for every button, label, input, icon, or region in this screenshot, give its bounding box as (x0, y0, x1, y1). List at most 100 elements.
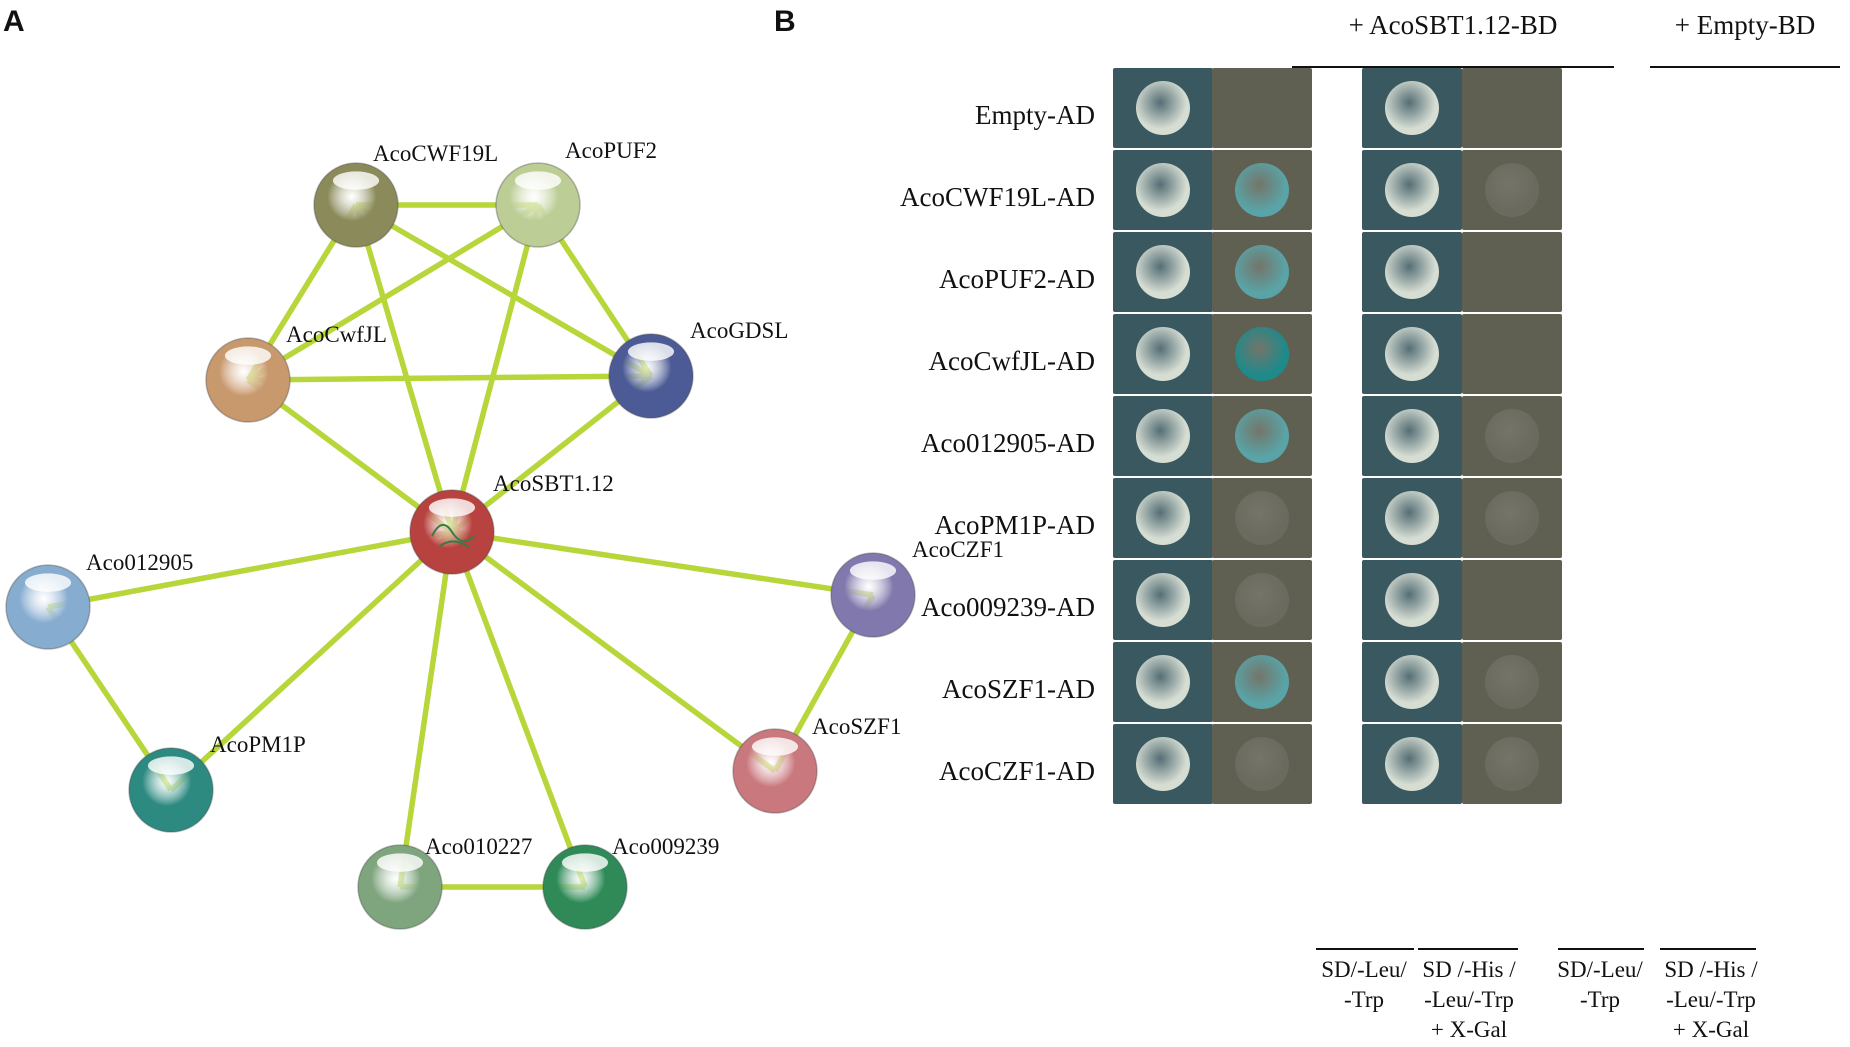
node-highlight (849, 561, 897, 580)
yeast-colony (1136, 491, 1190, 545)
yeast-colony (1136, 409, 1190, 463)
node-sbt[interactable]: AcoSBT1.12 (409, 471, 614, 575)
edge-sbt-a010227 (397, 531, 455, 888)
node-cwfjl[interactable]: AcoCwfJL (205, 322, 387, 423)
plate-xgal-bd (1212, 642, 1312, 722)
plate-xgal-empty (1462, 560, 1562, 640)
plate-sd-ltrp-bd (1113, 150, 1213, 230)
node-label-cwfjl: AcoCwfJL (286, 322, 387, 347)
node-label-a012905: Aco012905 (86, 550, 193, 575)
plate-sd-ltrp-empty (1362, 232, 1462, 312)
yeast-colony (1385, 81, 1439, 135)
edge-sbt-szf1 (450, 529, 777, 774)
node-a010227[interactable]: Aco010227 (357, 834, 532, 930)
panel-a-letter: A (3, 5, 25, 38)
row-label: Aco009239-AD (921, 592, 1095, 622)
edge-sbt-a009239 (449, 531, 588, 888)
node-szf1[interactable]: AcoSZF1 (732, 714, 901, 814)
medium-rule-2 (1418, 948, 1518, 950)
node-label-a010227: Aco010227 (425, 834, 532, 859)
edge-gdsl-sbt (450, 373, 653, 535)
node-label-cwf19l: AcoCWF19L (373, 141, 498, 166)
row-label: AcoPM1P-AD (934, 510, 1095, 540)
plate-sd-ltrp-bd (1113, 478, 1213, 558)
plate-xgal-empty (1462, 724, 1562, 804)
plate-sd-ltrp-empty (1362, 396, 1462, 476)
edge-cwfjl-gdsl (247, 373, 652, 383)
node-pm1p[interactable]: AcoPM1P (128, 732, 306, 833)
plate-sd-ltrp-empty (1362, 724, 1462, 804)
yeast-colony (1235, 737, 1289, 791)
plate-xgal-bd (1212, 560, 1312, 640)
yeast-colony (1136, 81, 1190, 135)
yeast-colony (1136, 573, 1190, 627)
yeast-colony (1485, 737, 1539, 791)
yeast-colony (1385, 655, 1439, 709)
medium-label-sd-ltrp-empty: SD/-Leu/ -Trp (1557, 957, 1643, 1012)
group-title-sbt-bd: + AcoSBT1.12-BD (1348, 10, 1558, 40)
node-highlight (627, 342, 675, 361)
edge-sbt-czf1 (451, 529, 874, 598)
plate-xgal-bd (1212, 314, 1312, 394)
yeast-colony (1385, 409, 1439, 463)
node-highlight (751, 737, 799, 756)
yeast-colony (1235, 573, 1289, 627)
yeast-colony (1485, 409, 1539, 463)
plate-xgal-empty (1462, 314, 1562, 394)
medium-rule-1 (1316, 948, 1414, 950)
node-a009239[interactable]: Aco009239 (542, 834, 719, 930)
yeast-colony (1385, 737, 1439, 791)
node-cwf19l[interactable]: AcoCWF19L (313, 141, 498, 248)
medium-rule-4 (1660, 948, 1756, 950)
node-highlight (24, 573, 72, 592)
plate-sd-ltrp-bd (1113, 560, 1213, 640)
edge-puf2-sbt (449, 204, 541, 533)
plate-xgal-empty (1462, 68, 1562, 148)
medium-label-sd-ltrp-bd: SD/-Leu/ -Trp (1321, 957, 1407, 1012)
yeast-colony (1136, 737, 1190, 791)
node-label-puf2: AcoPUF2 (565, 138, 657, 163)
plate-sd-ltrp-empty (1362, 642, 1462, 722)
yeast-colony (1136, 327, 1190, 381)
plate-sd-ltrp-bd (1113, 724, 1213, 804)
edge-puf2-cwfjl (246, 202, 540, 383)
plate-xgal-bd (1212, 232, 1312, 312)
plate-xgal-bd (1212, 724, 1312, 804)
medium-label-sd-hlt-xgal-empty: SD /-His / -Leu/-Trp + X-Gal (1664, 957, 1758, 1042)
yeast-colony (1485, 655, 1539, 709)
yeast-colony (1235, 245, 1289, 299)
node-czf1[interactable]: AcoCZF1 (830, 537, 1004, 638)
yeast-colony (1385, 573, 1439, 627)
plate-sd-ltrp-bd (1113, 232, 1213, 312)
plate-sd-ltrp-bd (1113, 396, 1213, 476)
medium-rule-3 (1558, 948, 1644, 950)
edge-cwfjl-sbt (246, 377, 454, 535)
node-a012905[interactable]: Aco012905 (5, 550, 193, 650)
yeast-colony (1235, 327, 1289, 381)
plate-sd-ltrp-empty (1362, 150, 1462, 230)
plate-xgal-bd (1212, 150, 1312, 230)
plate-xgal-empty (1462, 232, 1562, 312)
plate-sd-ltrp-empty (1362, 68, 1462, 148)
row-label: AcoCZF1-AD (939, 756, 1095, 786)
yeast-colony (1235, 409, 1289, 463)
medium-label-sd-hlt-xgal-bd: SD /-His / -Leu/-Trp + X-Gal (1422, 957, 1516, 1042)
node-label-szf1: AcoSZF1 (812, 714, 901, 739)
node-gdsl[interactable]: AcoGDSL (608, 318, 788, 419)
row-label: Empty-AD (975, 100, 1095, 130)
node-label-sbt: AcoSBT1.12 (493, 471, 614, 496)
row-label: AcoCwfJL-AD (928, 346, 1095, 376)
group-rule-sbt-bd (1292, 66, 1614, 68)
node-puf2[interactable]: AcoPUF2 (495, 138, 657, 248)
node-highlight (224, 346, 272, 365)
plate-sd-ltrp-bd (1113, 68, 1213, 148)
yeast-colony (1485, 491, 1539, 545)
edge-cwf19l-sbt (353, 204, 455, 533)
edge-cwf19l-gdsl (354, 202, 653, 379)
yeast-colony (1385, 491, 1439, 545)
plate-xgal-bd (1212, 68, 1312, 148)
plate-sd-ltrp-bd (1113, 314, 1213, 394)
yeast-colony (1235, 491, 1289, 545)
